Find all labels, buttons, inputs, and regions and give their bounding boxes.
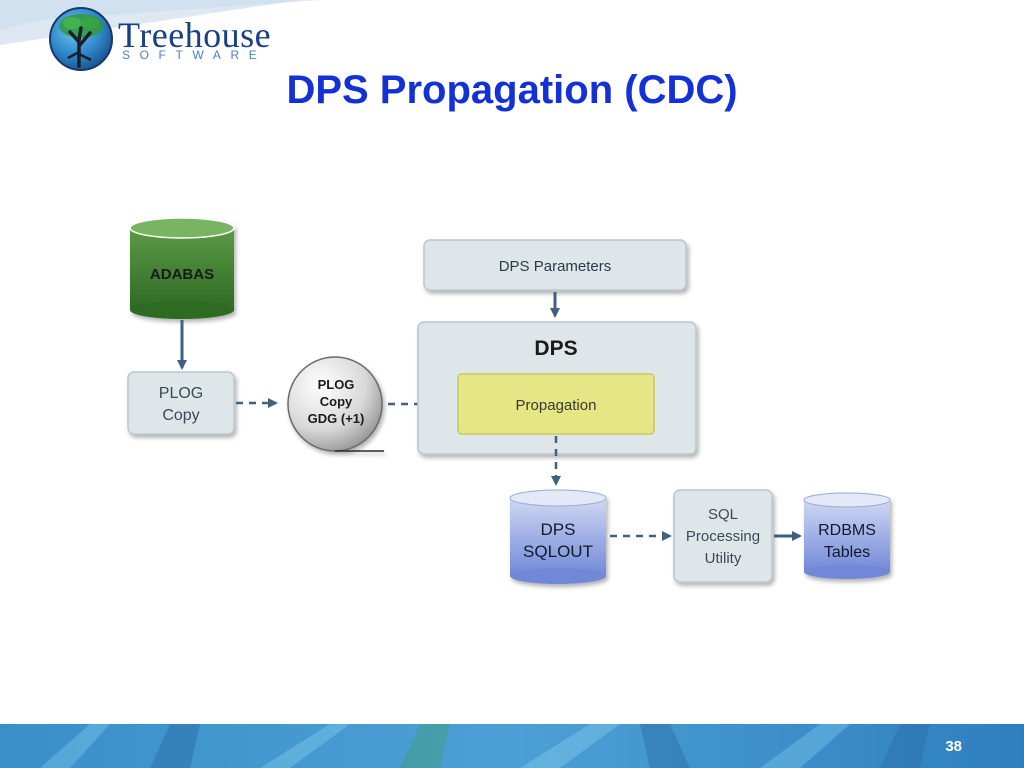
footer-decoration: [0, 724, 1024, 768]
rdbms-label-line1: RDBMS: [818, 522, 876, 539]
propagation-box: [457, 373, 655, 435]
gdg-label-line3: GDG (+1): [308, 411, 365, 426]
sql-processing-utility-box: [673, 489, 773, 583]
page-number: 38: [945, 738, 962, 755]
sqlout-dataset-icon: [509, 489, 607, 584]
gdg-label-line2: Copy: [320, 394, 353, 409]
dps-label: DPS: [534, 337, 577, 360]
page-title: DPS Propagation (CDC): [286, 68, 738, 112]
plog-copy-box: [127, 371, 235, 435]
sql-utility-label-line3: Utility: [705, 550, 742, 567]
adabas-label: ADABAS: [150, 266, 214, 283]
sql-utility-label-line1: SQL: [708, 506, 738, 523]
treehouse-logo-icon: [49, 7, 113, 71]
dps-parameters-box: [423, 239, 687, 291]
sqlout-label-line2: SQLOUT: [523, 542, 593, 561]
gdg-label-line1: PLOG: [318, 377, 355, 392]
plog-copy-label-line1: PLOG: [159, 385, 203, 402]
brand-subtitle: SOFTWARE: [122, 48, 267, 62]
rdbms-tables-database-icon: [803, 492, 891, 579]
rdbms-label-line2: Tables: [824, 544, 870, 561]
plog-copy-label-line2: Copy: [162, 407, 199, 424]
propagation-label: Propagation: [516, 397, 597, 414]
brand-name: Treehouse: [118, 15, 272, 55]
adabas-database-icon: [129, 217, 235, 319]
dps-parameters-label: DPS Parameters: [499, 258, 612, 275]
gdg-tape-disc-icon: [287, 356, 384, 452]
sql-utility-label-line2: Processing: [686, 528, 760, 545]
sqlout-label-line1: DPS: [541, 520, 576, 539]
